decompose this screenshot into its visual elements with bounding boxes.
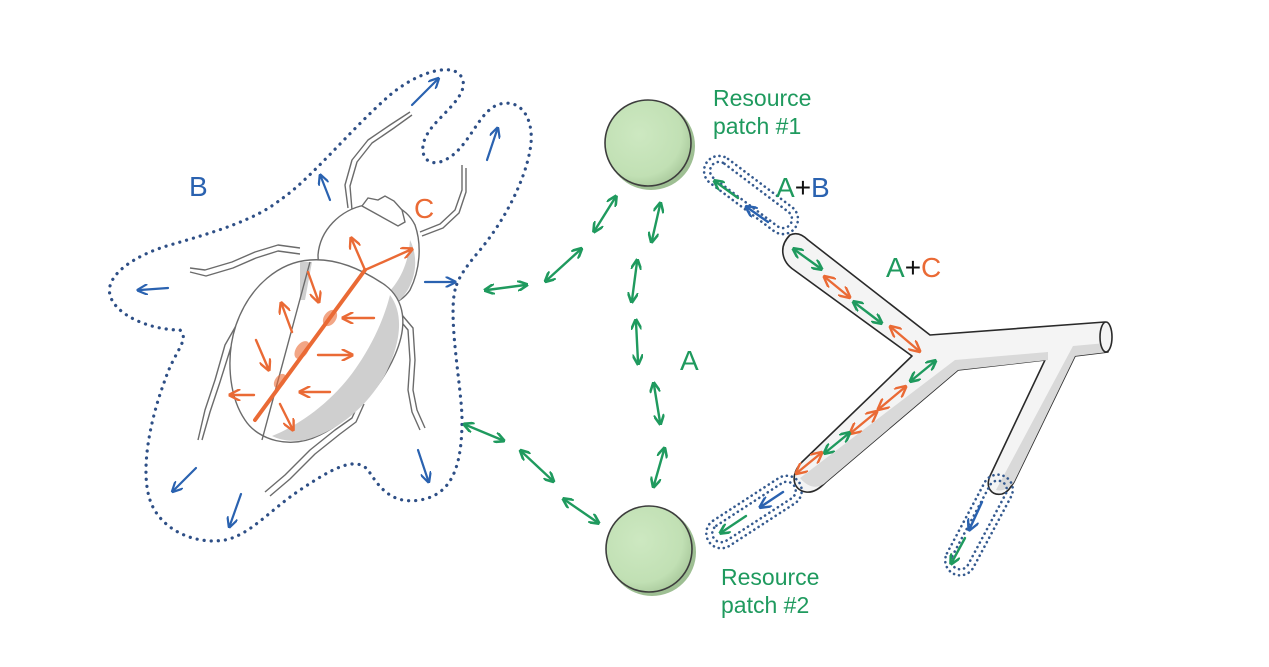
- green-double-arrow: [912, 362, 934, 380]
- beetle-antenna-right-inner: [421, 168, 467, 237]
- green-arrow: [952, 536, 967, 562]
- branch-tip-arrows: [716, 182, 984, 562]
- internal-movement-arrows: [232, 240, 410, 428]
- green-double-arrow: [466, 425, 502, 440]
- resource-patch-1: [604, 99, 695, 190]
- blue-arrow: [230, 492, 243, 525]
- blue-arrow: [762, 490, 785, 506]
- beetle-leg: [397, 317, 421, 431]
- beetle-elytra-seam: [261, 261, 311, 441]
- beetle-leg: [189, 244, 301, 271]
- orange-node: [294, 341, 310, 359]
- tip-range-twig-outer: [943, 473, 1015, 577]
- blue-arrow: [321, 177, 332, 202]
- orange-node: [322, 309, 338, 327]
- green-double-arrow: [826, 434, 848, 452]
- orange-arrow: [352, 240, 367, 272]
- label-a: A: [680, 345, 699, 376]
- orange-double-arrow: [892, 328, 918, 350]
- tip-range-upper-inner: [708, 160, 794, 230]
- orange-arrow: [363, 250, 410, 272]
- beetle-illustration: [189, 111, 467, 497]
- patch-2-label-line1: Resource: [721, 564, 819, 590]
- beetle-leg: [264, 399, 361, 493]
- range-movement-arrows: [140, 80, 497, 525]
- orange-double-arrow: [798, 454, 820, 472]
- orange-node: [273, 373, 287, 389]
- combo1-left: A: [776, 172, 795, 203]
- beetle-pronotum-shade: [375, 240, 416, 305]
- combo2-left: A: [886, 252, 905, 283]
- combo2-plus: +: [905, 252, 921, 283]
- label-a-plus-b: A+B: [776, 172, 830, 203]
- green-double-arrow: [565, 500, 597, 522]
- patch-1-label-line1: Resource: [713, 85, 811, 111]
- patch-1-label-line2: patch #1: [713, 113, 801, 139]
- branch-cut-end: [1099, 321, 1113, 353]
- green-double-arrow: [632, 262, 637, 300]
- blue-arrow: [410, 80, 437, 107]
- orange-arrow: [306, 270, 318, 300]
- label-b: B: [189, 171, 208, 202]
- green-double-arrow: [652, 205, 660, 240]
- label-c: C: [414, 193, 434, 224]
- combo2-right: C: [921, 252, 941, 283]
- orange-double-arrow: [826, 278, 848, 296]
- tip-range-lower-inner: [710, 480, 798, 544]
- blue-arrow: [416, 448, 428, 480]
- orange-double-arrow: [880, 388, 904, 408]
- branch-tip-ranges: [702, 154, 1015, 577]
- beetle-antenna-left: [344, 111, 411, 209]
- green-double-arrow: [795, 250, 820, 268]
- beetle-elytra-shade: [272, 295, 400, 441]
- green-double-arrow: [487, 285, 525, 290]
- blue-arrow: [748, 208, 770, 224]
- beetle-antenna-right: [419, 165, 463, 233]
- beetle-leg: [189, 250, 301, 277]
- orange-double-arrow: [852, 413, 875, 432]
- resource-patch-2: [605, 505, 696, 596]
- beetle-antenna-left-inner: [349, 114, 413, 211]
- orange-arrow: [254, 338, 268, 368]
- green-arrow: [722, 514, 748, 532]
- blue-arrow: [140, 288, 170, 290]
- branch-illustration: [782, 232, 1113, 496]
- patch-2-disc: [605, 505, 693, 593]
- beetle-range-outline: [107, 68, 533, 543]
- orange-spine: [253, 268, 367, 422]
- combo1-plus: +: [795, 172, 811, 203]
- blue-arrow: [970, 500, 984, 528]
- tip-range-upper-outer: [702, 154, 800, 236]
- tip-range-lower-outer: [704, 474, 804, 550]
- branch-shade-2: [996, 343, 1108, 491]
- green-double-arrow: [654, 450, 664, 485]
- green-double-arrow: [654, 385, 660, 422]
- green-double-arrow: [547, 250, 580, 280]
- green-double-arrow: [595, 198, 615, 230]
- beetle-head: [360, 195, 406, 227]
- beetle-leg: [269, 403, 365, 497]
- combo1-right: B: [811, 172, 830, 203]
- blue-arrow: [174, 466, 198, 490]
- label-a-plus-c: A+C: [886, 252, 941, 283]
- green-double-arrow: [522, 452, 552, 480]
- green-arrow: [716, 182, 740, 200]
- branch-movement-arrows: [795, 250, 934, 472]
- blue-arrow: [485, 130, 497, 162]
- beetle-leg: [401, 314, 426, 429]
- orange-arrow: [278, 402, 292, 428]
- patch-2-label-line2: patch #2: [721, 592, 809, 618]
- green-double-arrow: [636, 322, 638, 362]
- patch-movement-arrows: [466, 198, 664, 522]
- patch-1-disc: [604, 99, 692, 187]
- orange-arrow: [282, 305, 294, 334]
- green-double-arrow: [855, 303, 880, 322]
- range-dotted-boundary: [107, 68, 533, 543]
